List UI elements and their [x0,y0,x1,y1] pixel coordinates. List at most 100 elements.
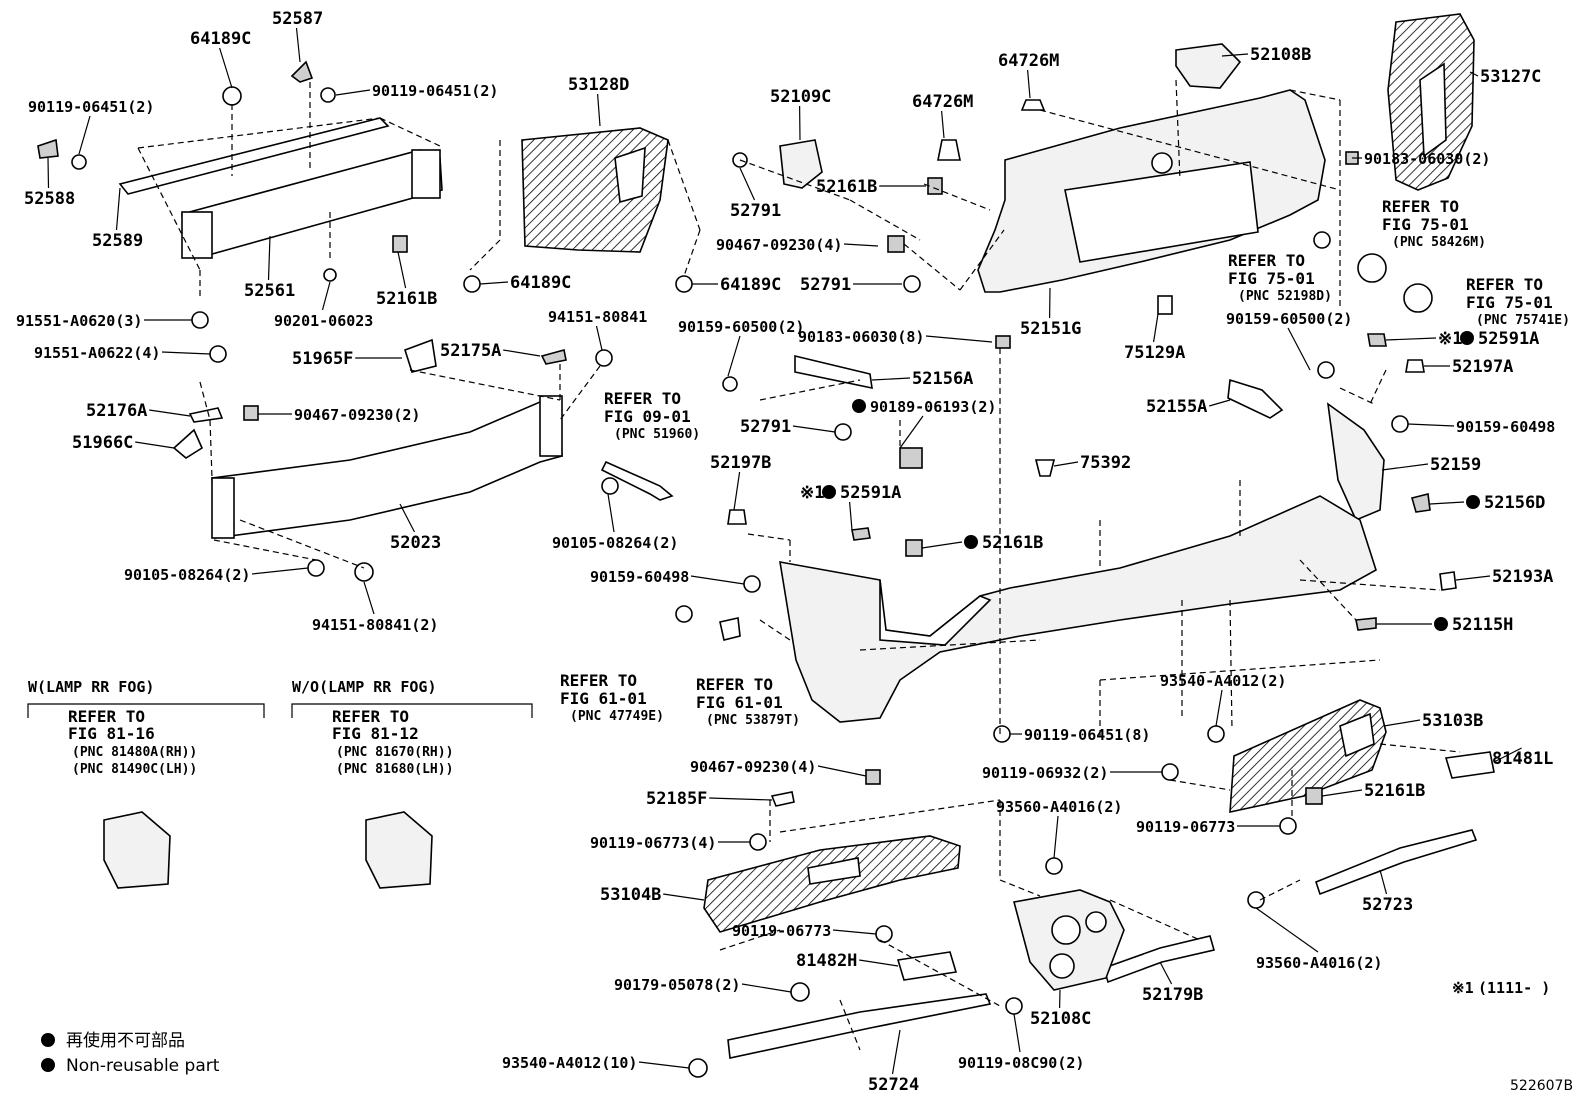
callout-label: 52161B [982,533,1043,553]
leader-line-46 [849,501,853,531]
callout-label: 52023 [390,533,441,553]
assembly-line-26 [213,539,317,561]
assembly-line-23 [409,369,561,401]
part-tow-hook [600,460,674,501]
leader-line-63 [709,797,773,801]
leader-line-8 [597,93,601,127]
assembly-line-21 [199,381,211,421]
assembly-line-56 [859,639,1041,651]
reference-pnc: (PNC 52198D) [1238,289,1332,304]
leader-line-52 [690,575,745,585]
assembly-line-15 [903,243,961,291]
part-52589-upper-reinforcement [118,117,390,195]
callout-label: 75129A [1124,343,1185,363]
part-52108b-bracket [1175,43,1242,89]
leader-line-53 [1455,575,1491,581]
leader-line-57 [1383,719,1421,727]
callout-label: 52108C [1030,1009,1091,1029]
callout-label: 52179B [1142,985,1203,1005]
leader-line-72 [1159,961,1173,985]
callout-label: 52561 [244,281,295,301]
callout-label: 90159-60500(2) [678,318,804,336]
callout-label: 53104B [600,885,661,905]
part-52176a-clip [188,407,224,423]
part-93560-screw-b [1247,891,1265,909]
nonreusable-dot [1460,331,1474,345]
leader-line-33 [1385,337,1437,341]
part-94151-nut-b [354,562,374,582]
callout-label: 90201-06023 [274,312,373,330]
leader-line-49 [607,493,615,533]
part-51965f-bracket [404,338,437,373]
assembly-line-10 [667,139,701,231]
callout-label: 64189C [720,275,781,295]
leader-line-75 [638,1061,690,1069]
nonreusable-dot [822,485,836,499]
part-52587-clip [290,60,314,83]
footnote: ※1 (1111- ) [1452,979,1550,997]
leader-line-20 [1153,313,1159,343]
part-90105-bolt-b [307,559,325,577]
callout-label: 51966C [72,433,133,453]
assembly-line-51 [1379,743,1461,753]
callout-label: 52161B [376,289,437,309]
callout-label: 53128D [568,75,629,95]
reference-pnc: (PNC 51960) [614,427,700,442]
callout-label: 52115H [1452,615,1513,635]
part-52561-bracket-right [411,149,441,199]
callout-label: 90159-60500(2) [1226,310,1352,328]
variant-pnc: (PNC 81680(LH)) [336,762,453,777]
part-52161b-clip-d [905,539,923,557]
part-52561-bracket-left [181,211,213,259]
part-52156a-bracket [794,354,873,390]
nonreusable-dot [1434,617,1448,631]
callout-label: 52791 [740,417,791,437]
variant-pnc: (PNC 81670(RH)) [336,745,453,760]
part-90467-09230-clip-b [865,769,881,785]
callout-label: 91551-A0622(4) [34,344,160,362]
variant-refer-text: FIG 81-16 [68,724,155,743]
assembly-line-47 [839,999,861,1051]
callout-labels: 64189C5258790119-06451(2)90119-06451(2)5… [16,9,1555,1095]
part-lower-bumper-cover [779,495,1377,723]
variant-pnc: (PNC 81480A(RH)) [72,745,197,760]
part-93560-screw-a [1045,857,1063,875]
assembly-line-49 [1109,899,1201,941]
callout-label: 90119-06932(2) [982,764,1108,782]
variant-heading: W/O(LAMP RR FOG) [292,678,437,696]
part-90105-bolt-a [601,477,619,495]
part-94151-nut-a [595,349,613,367]
part-64189c-nut-b [463,275,481,293]
callout-label: 94151-80841 [548,308,647,326]
leader-line-11 [941,110,945,139]
part-90183-06030-nut-b [995,335,1011,349]
part-emblem-b [1403,283,1433,313]
reference-text: FIG 61-01 [560,689,647,708]
legend: 再使用不可部品 Non-reusable part [41,1030,220,1076]
part-90159-60498-screw-b [743,575,761,593]
part-75129a-pad [1157,295,1173,315]
part-52791-screw-b [903,275,921,293]
assembly-line-14 [923,183,991,211]
reference-text: REFER TO [604,389,681,408]
callout-label: 52159 [1430,455,1481,475]
reference-text: FIG 75-01 [1228,269,1315,288]
callout-label: 94151-80841(2) [312,616,438,634]
callout-label: 52185F [646,789,707,809]
callout-label: 52109C [770,87,831,107]
part-90159-60498-screw [1391,415,1409,433]
reference-text: REFER TO [560,671,637,690]
part-91551-bolt [191,311,209,329]
callout-label: 90105-08264(2) [552,534,678,552]
callout-label: 81482H [796,951,857,971]
reference-text: FIG 75-01 [1466,293,1553,312]
part-90119-06773-bolt-c [1279,817,1297,835]
reference-text: REFER TO [1466,275,1543,294]
callout-label: 52589 [92,231,143,251]
leader-line-36 [899,415,924,449]
part-52161b-clip-c [887,235,905,253]
part-52175a-pad [540,349,567,365]
leader-line-3 [335,89,371,96]
leader-line-7 [267,235,271,281]
